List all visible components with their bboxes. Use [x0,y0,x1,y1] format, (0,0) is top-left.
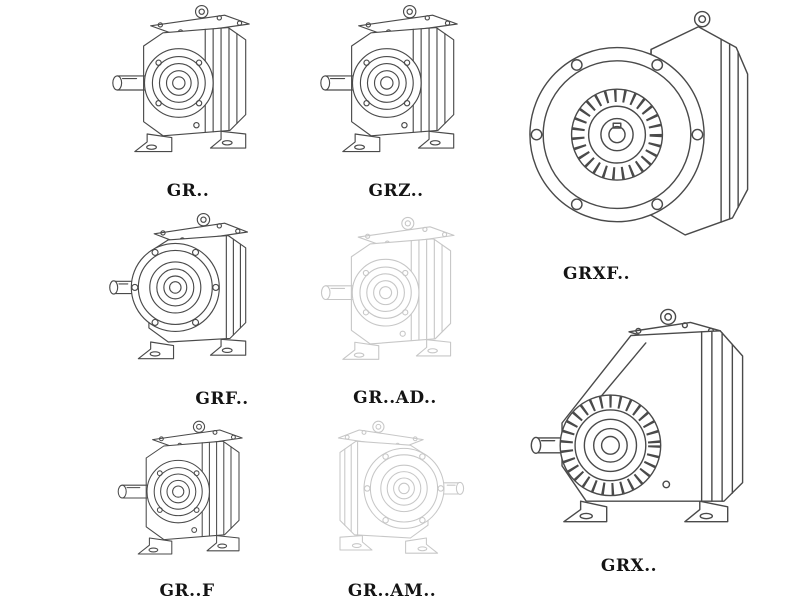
figure-label-grz: GRZ.. [368,181,424,201]
figure-label-gr-f: GR..F [159,581,215,600]
gearbox-with-input-adapter-drawing [305,214,485,385]
foot-mounted-gearbox-drawing [304,2,489,178]
flange-gearbox-with-feet-drawing [96,210,281,386]
figure-label-gr-am: GR..AM.. [347,581,437,600]
large-flange-gearbox-drawing [511,0,776,256]
figure-label-grx: GRX.. [600,556,658,576]
figure-label-gr: GR.. [166,181,210,201]
foot-mounted-gearbox-drawing [103,418,271,578]
large-foot-mounted-gearbox-drawing [508,302,778,544]
gearbox-with-motor-flange-drawing [308,418,476,578]
figure-label-grxf: GRXF.. [562,264,631,284]
figure-gr-ad: GR..AD.. [295,214,495,408]
figure-grf: GRF.. [90,210,286,409]
figure-gr: GR.. [90,2,286,201]
figure-grz: GRZ.. [298,2,494,201]
figure-label-grf: GRF.. [195,389,249,409]
figure-label-gr-ad: GR..AD.. [353,388,437,408]
figure-grx: GRX.. [500,302,786,576]
figure-grxf: GRXF.. [502,0,785,284]
foot-mounted-gearbox-drawing [96,2,281,178]
figure-gr-f: GR..F [92,418,282,600]
figure-gr-am: GR..AM.. [292,418,492,600]
